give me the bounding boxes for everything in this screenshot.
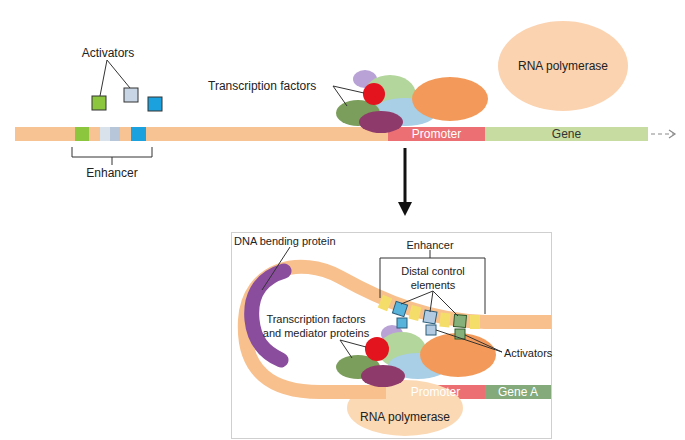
enhancer-label: Enhancer (78, 166, 146, 180)
transcription-factor (365, 337, 389, 361)
node-label: Promoter (412, 127, 461, 141)
enhancer-element (470, 315, 480, 329)
gene-region: Gene (485, 127, 648, 141)
node-label: Promoter (411, 385, 460, 399)
activator-label: Activators (504, 346, 564, 360)
rna-polymerase: RNA polymerase (498, 21, 628, 111)
transcription-factor (363, 83, 385, 105)
leader-line (430, 291, 433, 312)
transcription-factor (388, 353, 448, 379)
transcription-factor (359, 111, 403, 133)
transcription-factor (412, 77, 488, 121)
distal-element-label: Distal control elements (391, 264, 475, 292)
activator-label: Activators (72, 46, 144, 60)
transcription-factor (361, 365, 405, 387)
activator-protein (124, 88, 138, 102)
enhancer-label: Enhancer (395, 238, 465, 252)
activator-protein (92, 96, 106, 110)
leader-line (100, 60, 107, 96)
transcription-factor-label: Transcription factors and mediator prote… (262, 312, 370, 340)
dna-strand (245, 267, 551, 392)
transcription-factor-label: Transcription factors (208, 79, 336, 93)
bracket (112, 157, 113, 165)
promoter-region: Promoter (388, 127, 485, 141)
leader-line (333, 86, 347, 106)
bracket (380, 258, 485, 314)
leader-line (436, 330, 502, 352)
ellipse-shape (498, 21, 628, 111)
enhancer-element (75, 127, 89, 141)
bending-protein-label: DNA bending protein (234, 234, 364, 248)
leader-line (262, 247, 290, 290)
activator-protein (426, 325, 436, 335)
node-label: Gene A (498, 385, 538, 399)
leader-line (333, 86, 364, 93)
leader-line (107, 60, 130, 88)
leader-line (340, 340, 352, 358)
dna-bending-protein (252, 271, 284, 360)
leader-line (340, 340, 366, 347)
node-label: RNA polymerase (360, 410, 450, 424)
activator-protein (397, 318, 407, 328)
transcription-factor (373, 98, 437, 126)
transcription-factor (420, 333, 496, 377)
transcription-factor (353, 70, 377, 88)
transcription-factor (336, 355, 380, 379)
distal-control-element (423, 310, 437, 324)
continuation-arrow (651, 133, 674, 134)
node-label: RNA polymerase (518, 59, 608, 73)
activator-protein (455, 329, 465, 339)
leader-line (465, 335, 502, 352)
arrow-head (398, 202, 412, 216)
panel-frame (232, 233, 552, 439)
enhancer-element (378, 295, 393, 312)
transcription-factor (378, 332, 426, 368)
activator-protein (148, 97, 162, 111)
ellipse-shape (347, 380, 463, 436)
node-label: Gene (552, 127, 581, 141)
enhancer-element (131, 127, 146, 141)
enhancer-element (100, 127, 110, 141)
distal-control-element (392, 301, 407, 316)
leader-line (401, 291, 433, 304)
bracket (72, 147, 152, 157)
leader-line (433, 291, 458, 316)
transcription-factor (336, 100, 380, 126)
process-arrow (404, 148, 407, 204)
distal-control-element (453, 314, 466, 327)
arrow-head (669, 130, 675, 138)
enhancer-element (110, 127, 120, 141)
enhancer-element (439, 313, 450, 328)
enhancer-element (408, 305, 421, 321)
gene-region: Gene A (485, 385, 551, 399)
bracket (430, 250, 431, 258)
transcription-factor (381, 325, 403, 343)
dna-strand (15, 127, 388, 141)
transcription-factor (364, 75, 416, 115)
